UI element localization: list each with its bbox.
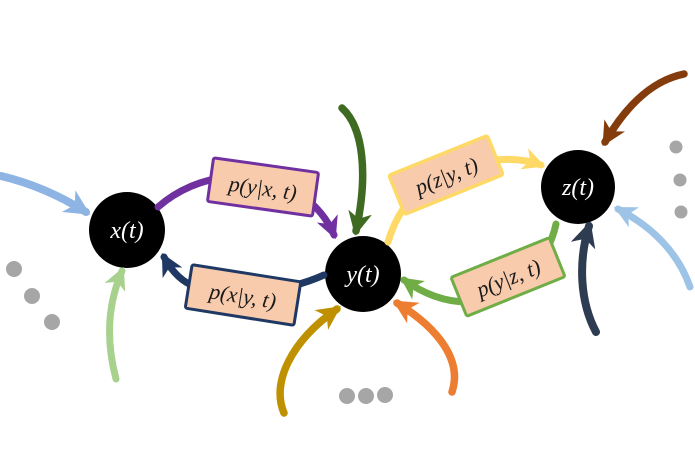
node-x-label: x(t)	[109, 218, 143, 244]
arrow-external-into-x-from-left	[0, 172, 91, 216]
nodes: x(t) y(t) z(t)	[89, 150, 615, 312]
edge-label-box	[387, 134, 505, 216]
node-y: y(t)	[325, 236, 401, 312]
edge-label-p-z-given-y: p(z|y, t)	[387, 134, 505, 216]
node-x: x(t)	[89, 192, 165, 268]
ellipsis-dots	[6, 140, 688, 404]
right-dots	[669, 140, 688, 219]
ellipsis-dot	[44, 314, 60, 330]
edge-label-p-y-given-x: p(y|x, t)	[206, 156, 320, 218]
edge-labels: p(y|x, t) p(x|y, t) p(z|y, t) p(y|z, t)	[184, 134, 566, 327]
edge-label-p-y-given-z: p(y|z, t)	[450, 236, 566, 318]
node-z: z(t)	[541, 150, 615, 224]
ellipsis-dot	[669, 140, 683, 154]
ellipsis-dot	[339, 388, 355, 404]
arrow-external-into-z-from-bottom	[570, 221, 600, 336]
edge-label-box	[184, 263, 302, 327]
edge-label-p-x-given-y: p(x|y, t)	[184, 263, 302, 327]
ellipsis-dot	[6, 261, 22, 277]
ellipsis-dot	[24, 288, 40, 304]
arrow-external-into-y-from-top	[338, 104, 372, 236]
node-z-circle	[541, 150, 615, 224]
node-x-circle	[89, 192, 165, 268]
ellipsis-dot	[673, 173, 687, 187]
ellipsis-dot	[358, 388, 374, 404]
ellipsis-dot	[674, 205, 688, 219]
node-y-label: y(t)	[344, 262, 379, 288]
arrow-external-into-z-from-top-right	[601, 70, 688, 147]
node-z-label: z(t)	[561, 175, 594, 201]
node-y-circle	[325, 236, 401, 312]
edge-label-box	[206, 156, 320, 218]
arrow-external-into-y-from-bottom-left	[276, 305, 341, 417]
bottom-dots	[339, 387, 393, 404]
arrow-external-into-x-from-bottom	[104, 266, 126, 383]
arrow-external-into-y-from-bottom-right	[392, 299, 459, 396]
edge-label-box	[450, 236, 566, 318]
ellipsis-dot	[377, 387, 393, 403]
arrow-external-into-z-from-right	[614, 205, 694, 291]
left-dots	[6, 261, 60, 330]
